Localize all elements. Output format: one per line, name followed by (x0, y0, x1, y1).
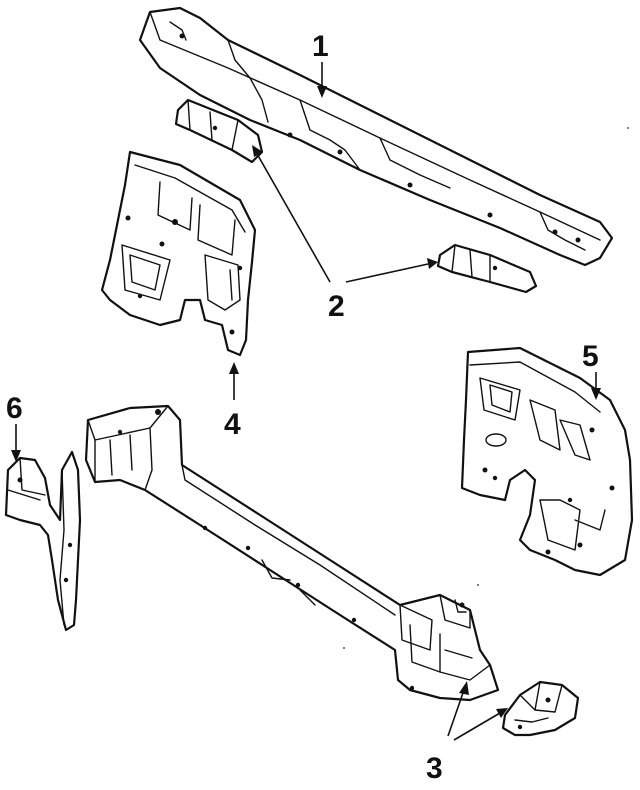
part-6-side-bracket[interactable] (4, 450, 82, 632)
lower-tie-bar[interactable] (84, 404, 500, 702)
leader-lines (11, 62, 601, 741)
callout-4: 4 (224, 408, 241, 441)
part-4-left-support-panel[interactable] (100, 150, 257, 357)
callout-6: 6 (6, 392, 23, 425)
callout-3: 3 (426, 752, 443, 785)
scan-specks (343, 127, 629, 649)
part-3-bracket-right[interactable] (501, 680, 580, 737)
part-5-right-support-panel[interactable] (460, 346, 634, 577)
callout-5: 5 (582, 340, 599, 373)
part-2-bracket-left[interactable] (174, 98, 264, 164)
part-1-upper-tie-bar[interactable] (138, 6, 614, 267)
callout-1: 1 (312, 30, 329, 63)
callout-2: 2 (328, 290, 345, 323)
part-2-bracket-right[interactable] (436, 243, 538, 294)
